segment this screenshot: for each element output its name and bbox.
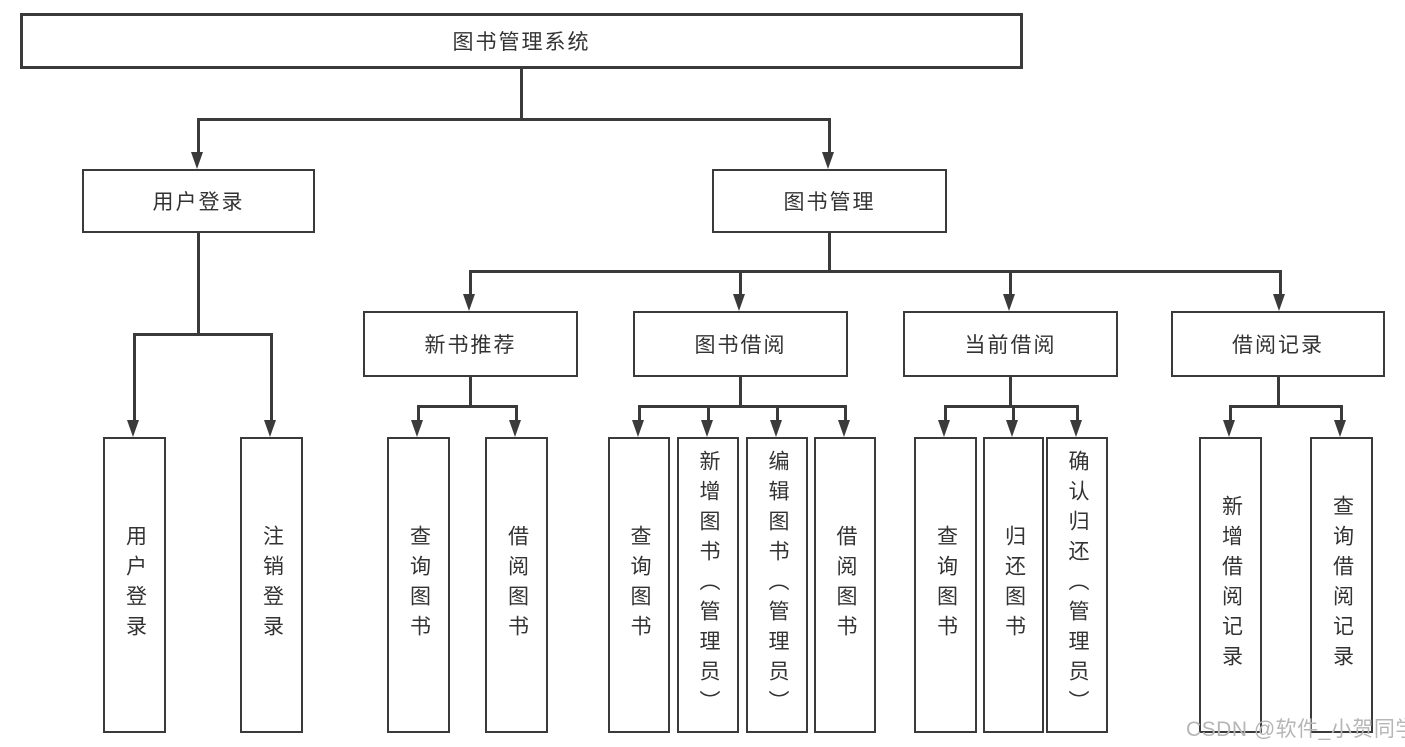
leaf-add-borrow-record: 新增借阅记录 (1199, 437, 1262, 733)
connector-vline (739, 377, 742, 408)
arrowhead-down-icon (509, 420, 521, 437)
node-book-management: 图书管理 (712, 169, 947, 233)
arrowhead-down-icon (822, 152, 834, 169)
leaf-label: 注销登录 (260, 525, 284, 645)
node-label: 当前借阅 (964, 334, 1057, 357)
connector-hline (638, 405, 847, 408)
connector-vline (469, 270, 472, 296)
connector-vline (638, 405, 641, 422)
node-label: 图书管理 (783, 191, 876, 214)
arrowhead-down-icon (191, 152, 203, 169)
leaf-borrow-books-recommend: 借阅图书 (485, 437, 548, 733)
leaf-label: 用户登录 (123, 525, 147, 645)
leaf-query-borrow-record: 查询借阅记录 (1310, 437, 1373, 733)
arrowhead-down-icon (770, 420, 782, 437)
connector-vline (133, 333, 136, 422)
node-label: 用户登录 (152, 191, 245, 214)
connector-vline (1340, 405, 1343, 422)
connector-vline (197, 233, 200, 335)
leaf-label: 查询图书 (407, 525, 431, 645)
leaf-logout: 注销登录 (240, 437, 303, 733)
arrowhead-down-icon (1273, 294, 1285, 311)
leaf-confirm-return-admin: 确认归还（管理员） (1046, 437, 1108, 733)
connector-vline (417, 405, 420, 422)
connector-vline (828, 233, 831, 273)
connector-vline (828, 118, 831, 154)
node-user-login: 用户登录 (82, 169, 315, 233)
connector-vline (739, 270, 742, 296)
connector-hline (133, 333, 273, 336)
node-label: 借阅记录 (1232, 334, 1324, 357)
arrowhead-down-icon (1006, 420, 1018, 437)
csdn-watermark: CSDN @软件_小贺同学 (1186, 718, 1405, 741)
leaf-label: 新增借阅记录 (1219, 495, 1243, 675)
connector-vline (707, 405, 710, 422)
connector-vline (469, 377, 472, 408)
connector-vline (1009, 270, 1012, 296)
leaf-label: 借阅图书 (505, 525, 529, 645)
arrowhead-down-icon (411, 420, 423, 437)
arrowhead-down-icon (127, 420, 139, 437)
arrowhead-down-icon (1334, 420, 1346, 437)
leaf-label: 查询借阅记录 (1330, 495, 1354, 675)
node-label: 图书管理系统 (452, 31, 591, 54)
connector-vline (1277, 377, 1280, 408)
connector-hline (469, 270, 1282, 273)
leaf-label: 编辑图书（管理员） (766, 450, 790, 720)
connector-vline (944, 405, 947, 422)
node-current-borrow: 当前借阅 (903, 311, 1118, 377)
connector-vline (270, 333, 273, 422)
arrowhead-down-icon (938, 420, 950, 437)
leaf-edit-book-admin: 编辑图书（管理员） (746, 437, 808, 733)
connector-vline (1279, 270, 1282, 296)
arrowhead-down-icon (463, 294, 475, 311)
arrowhead-down-icon (632, 420, 644, 437)
connector-vline (1009, 377, 1012, 408)
connector-hline (417, 405, 518, 408)
arrowhead-down-icon (701, 420, 713, 437)
connector-vline (515, 405, 518, 422)
connector-vline (844, 405, 847, 422)
connector-hline (197, 118, 831, 121)
arrowhead-down-icon (733, 294, 745, 311)
node-label: 图书借阅 (694, 334, 787, 357)
leaf-query-books-recommend: 查询图书 (387, 437, 450, 733)
leaf-user-login: 用户登录 (103, 437, 166, 733)
leaf-query-books-borrow: 查询图书 (608, 437, 670, 733)
connector-vline (520, 69, 523, 120)
node-library-system: 图书管理系统 (20, 13, 1023, 69)
leaf-query-books-current: 查询图书 (914, 437, 977, 733)
arrowhead-down-icon (264, 420, 276, 437)
node-new-book-recommend: 新书推荐 (363, 311, 578, 377)
leaf-borrow-books: 借阅图书 (814, 437, 876, 733)
connector-vline (776, 405, 779, 422)
connector-hline (1229, 405, 1343, 408)
node-borrow-records: 借阅记录 (1171, 311, 1385, 377)
connector-vline (1076, 405, 1079, 422)
leaf-label: 查询图书 (934, 525, 958, 645)
node-label: 新书推荐 (424, 334, 517, 357)
node-book-borrow: 图书借阅 (633, 311, 848, 377)
leaf-label: 归还图书 (1002, 525, 1026, 645)
leaf-label: 新增图书（管理员） (697, 450, 721, 720)
connector-vline (197, 118, 200, 154)
arrowhead-down-icon (1223, 420, 1235, 437)
connector-vline (1012, 405, 1015, 422)
connector-vline (1229, 405, 1232, 422)
arrowhead-down-icon (1003, 294, 1015, 311)
leaf-add-book-admin: 新增图书（管理员） (677, 437, 739, 733)
arrowhead-down-icon (838, 420, 850, 437)
leaf-label: 确认归还（管理员） (1066, 450, 1090, 720)
connector-hline (944, 405, 1079, 408)
leaf-return-book: 归还图书 (983, 437, 1044, 733)
leaf-label: 借阅图书 (834, 525, 858, 645)
leaf-label: 查询图书 (628, 525, 652, 645)
arrowhead-down-icon (1070, 420, 1082, 437)
